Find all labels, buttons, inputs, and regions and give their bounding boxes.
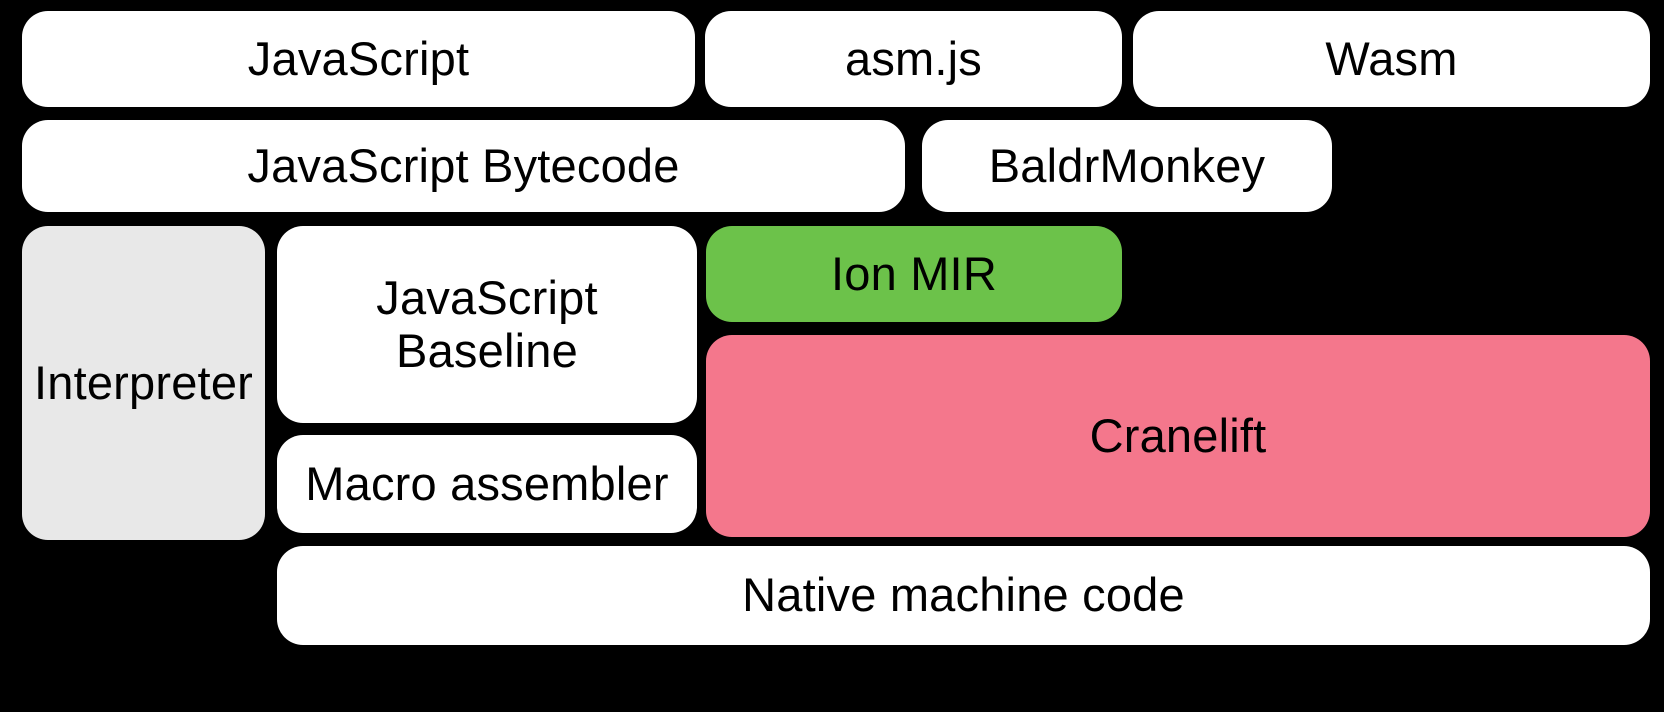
node-wasm: Wasm	[1133, 11, 1650, 107]
node-interpreter: Interpreter	[22, 226, 265, 540]
node-cranelift: Cranelift	[706, 335, 1650, 537]
node-baldrmonkey: BaldrMonkey	[922, 120, 1332, 212]
node-asm-js: asm.js	[705, 11, 1122, 107]
node-macro-assembler: Macro assembler	[277, 435, 697, 533]
node-javascript-bytecode: JavaScript Bytecode	[22, 120, 905, 212]
node-ion-mir: Ion MIR	[706, 226, 1122, 322]
node-native-machine-code: Native machine code	[277, 546, 1650, 645]
node-javascript-baseline: JavaScript Baseline	[277, 226, 697, 423]
node-javascript: JavaScript	[22, 11, 695, 107]
